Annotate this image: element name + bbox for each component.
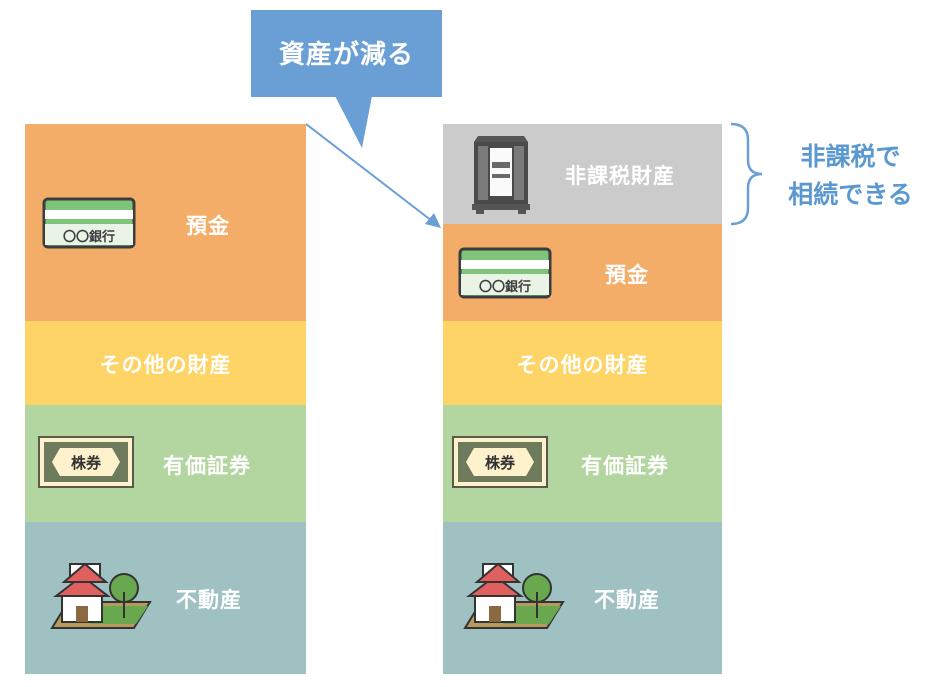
right-realestate-label: 不動産 [594,588,660,612]
cert-text: 株券 [71,454,102,472]
note-line-2: 相続できる [788,180,913,209]
right-deposit-block: 〇〇銀行 預金 [443,224,722,321]
arrow-line [305,123,433,222]
butsudan-icon [470,134,532,218]
left-deposit-label: 預金 [186,214,230,238]
left-realestate-block: 不動産 [25,522,306,674]
right-nontaxable-block: 非課税財産 [443,124,722,224]
right-securities-label: 有価証券 [581,454,669,478]
right-other-block: その他の財産 [443,321,722,405]
decrease-callout: 資産が減る [251,10,442,97]
bank-card-icon: 〇〇銀行 [458,247,552,303]
house-icon [50,562,154,636]
nontaxable-note: 非課税で 相続できる [768,138,933,214]
callout-text: 資産が減る [278,40,414,70]
right-other-label: その他の財産 [516,353,649,377]
right-securities-block: 株券 有価証券 [443,405,722,522]
left-securities-block: 株券 有価証券 [25,405,306,522]
note-line-1: 非課税で [800,142,901,171]
right-deposit-label: 預金 [605,263,649,287]
card-text: 〇〇銀行 [479,279,531,295]
left-other-block: その他の財産 [25,321,306,405]
callout-tail [335,96,372,148]
stock-certificate-icon: 株券 [38,436,134,492]
right-asset-column: 非課税財産 〇〇銀行 預金 その他の財産 株券 有価証券 [443,124,722,674]
card-text: 〇〇銀行 [63,229,115,245]
cert-text: 株券 [485,454,516,472]
right-realestate-block: 不動産 [443,522,722,674]
arrow-head [425,213,441,228]
curly-brace [730,122,763,226]
left-asset-column: 〇〇銀行 預金 その他の財産 株券 有価証券 [25,124,306,674]
left-deposit-block: 〇〇銀行 預金 [25,124,306,321]
left-other-label: その他の財産 [99,353,232,377]
right-nontaxable-label: 非課税財産 [565,164,675,188]
left-securities-label: 有価証券 [163,454,251,478]
bank-card-icon: 〇〇銀行 [42,197,136,253]
stock-certificate-icon: 株券 [452,436,548,492]
house-icon [463,562,567,636]
left-realestate-label: 不動産 [176,588,242,612]
